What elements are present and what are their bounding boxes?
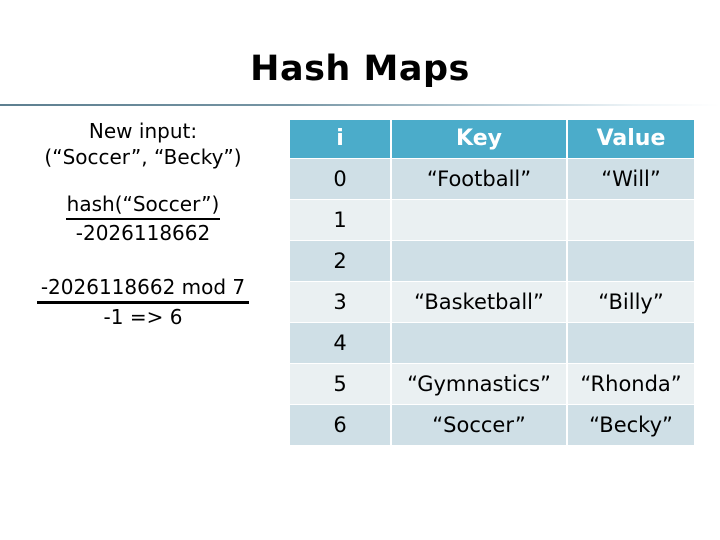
table-header-row: i Key Value [290, 120, 694, 158]
cell-value [568, 200, 694, 240]
cell-key [392, 200, 566, 240]
table-row: 5“Gymnastics”“Rhonda” [290, 364, 694, 404]
new-input-pair: (“Soccer”, “Becky”) [44, 145, 242, 169]
cell-key: “Gymnastics” [392, 364, 566, 404]
table-row: 6“Soccer”“Becky” [290, 405, 694, 445]
table-row: 0“Football”“Will” [290, 159, 694, 199]
cell-key: “Football” [392, 159, 566, 199]
hash-result: -2026118662 [75, 221, 211, 245]
cell-index: 6 [290, 405, 390, 445]
cell-index: 2 [290, 241, 390, 281]
column-header-value: Value [568, 120, 694, 158]
new-input-label: New input: [88, 119, 198, 143]
hash-calculation: hash(“Soccer”) -2026118662 [4, 192, 282, 247]
table-header: i Key Value [290, 120, 694, 158]
cell-index: 5 [290, 364, 390, 404]
cell-key: “Soccer” [392, 405, 566, 445]
mod-calculation: -2026118662 mod 7 -1 => 6 [4, 275, 282, 331]
cell-index: 0 [290, 159, 390, 199]
cell-key [392, 241, 566, 281]
mod-calculation-fraction: -2026118662 mod 7 -1 => 6 [36, 275, 250, 331]
cell-value: “Billy” [568, 282, 694, 322]
table-row: 3“Basketball”“Billy” [290, 282, 694, 322]
cell-index: 3 [290, 282, 390, 322]
mod-result: -1 => 6 [103, 305, 183, 329]
cell-index: 4 [290, 323, 390, 363]
title-divider [0, 104, 720, 106]
cell-key: “Basketball” [392, 282, 566, 322]
cell-value [568, 241, 694, 281]
table-row: 1 [290, 200, 694, 240]
cell-index: 1 [290, 200, 390, 240]
cell-value: “Will” [568, 159, 694, 199]
cell-key [392, 323, 566, 363]
explanation-panel: New input: (“Soccer”, “Becky”) hash(“Soc… [4, 118, 282, 331]
cell-value: “Rhonda” [568, 364, 694, 404]
hash-calculation-fraction: hash(“Soccer”) -2026118662 [65, 192, 221, 247]
hash-expression: hash(“Soccer”) [65, 192, 221, 220]
cell-value: “Becky” [568, 405, 694, 445]
page-title: Hash Maps [250, 49, 470, 89]
table-row: 2 [290, 241, 694, 281]
column-header-key: Key [392, 120, 566, 158]
column-header-index: i [290, 120, 390, 158]
mod-expression: -2026118662 mod 7 [36, 275, 250, 304]
table-row: 4 [290, 323, 694, 363]
cell-value [568, 323, 694, 363]
